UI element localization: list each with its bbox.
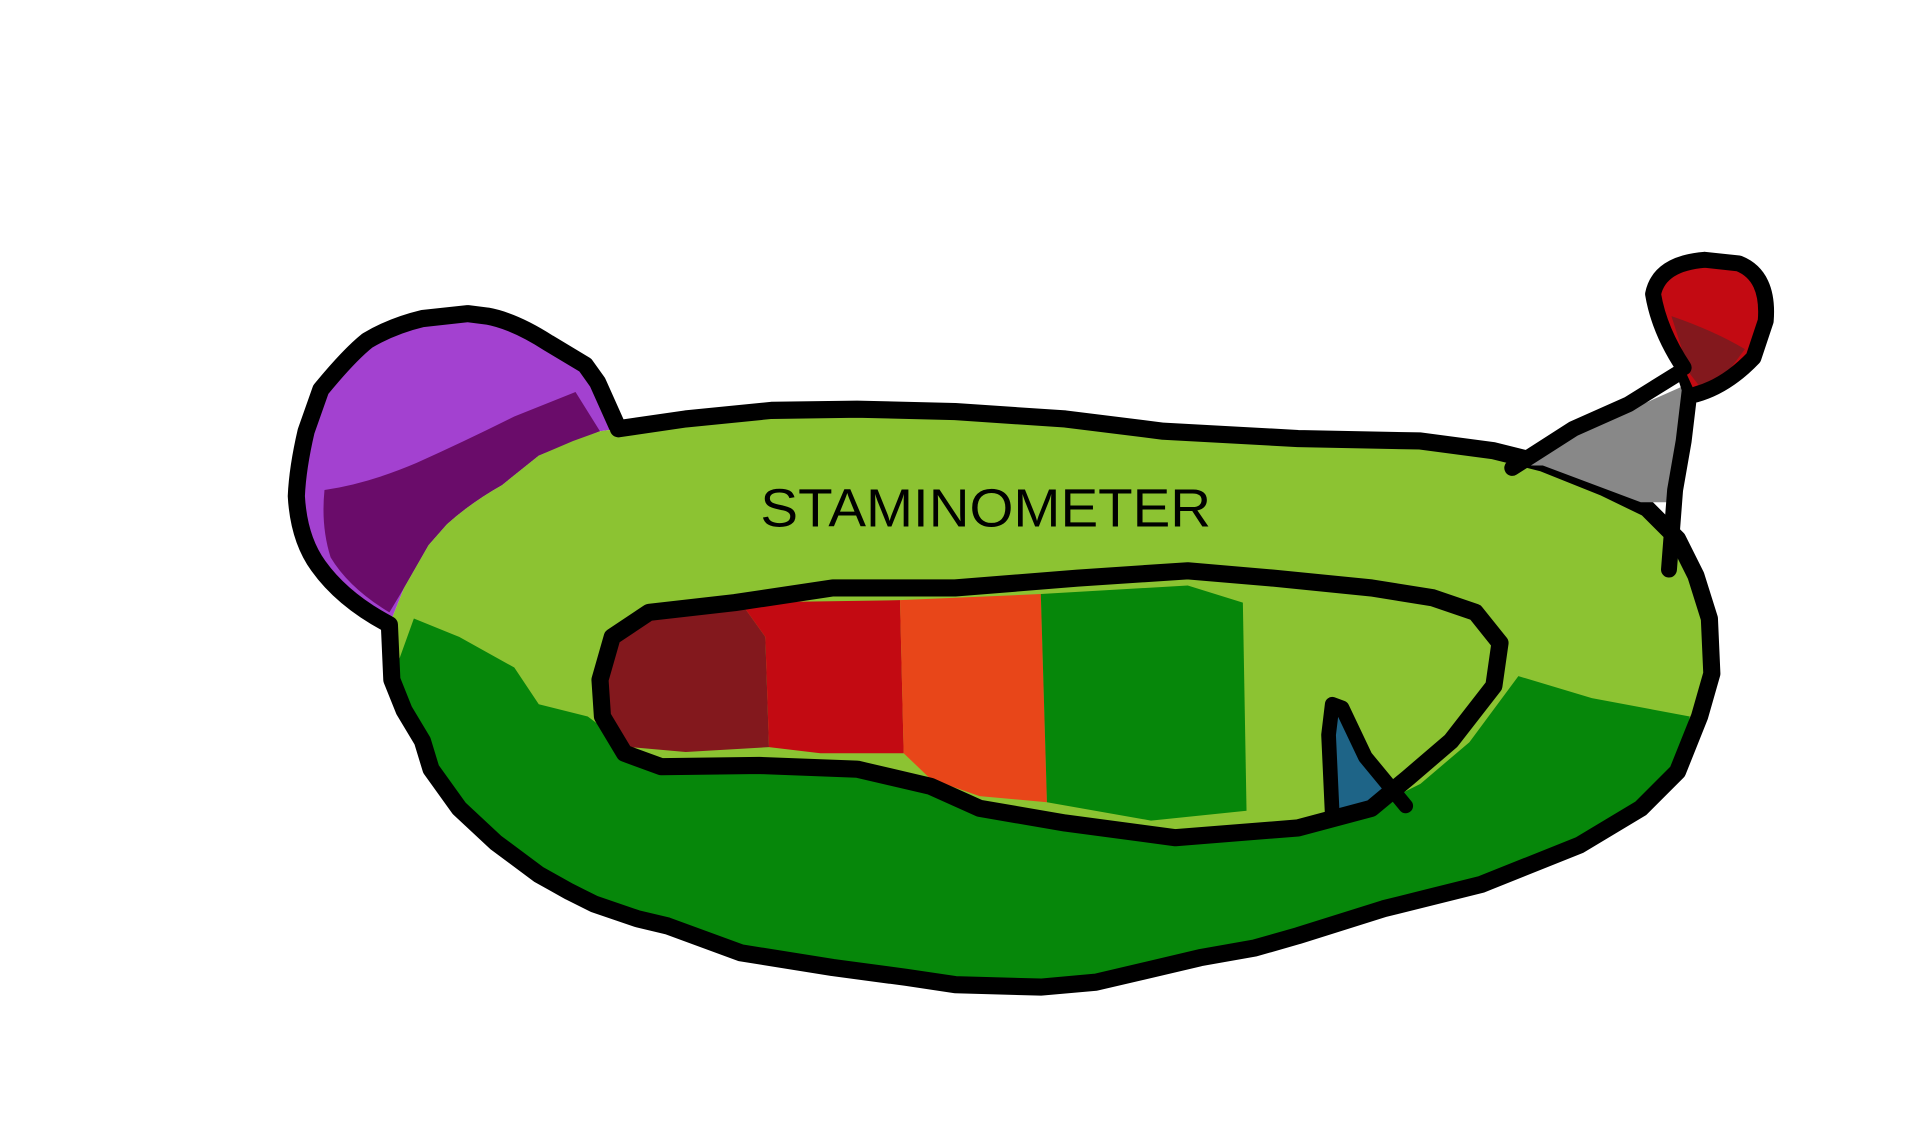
segment-red [740, 600, 904, 754]
segment-dark-red [602, 602, 769, 753]
segment-orange [900, 594, 1047, 803]
stamina-bar [591, 562, 1509, 847]
antenna [1504, 251, 1775, 578]
meter-label: STAMINOMETER [760, 479, 1211, 539]
purple-ball [287, 305, 627, 634]
segment-green [1040, 585, 1247, 821]
